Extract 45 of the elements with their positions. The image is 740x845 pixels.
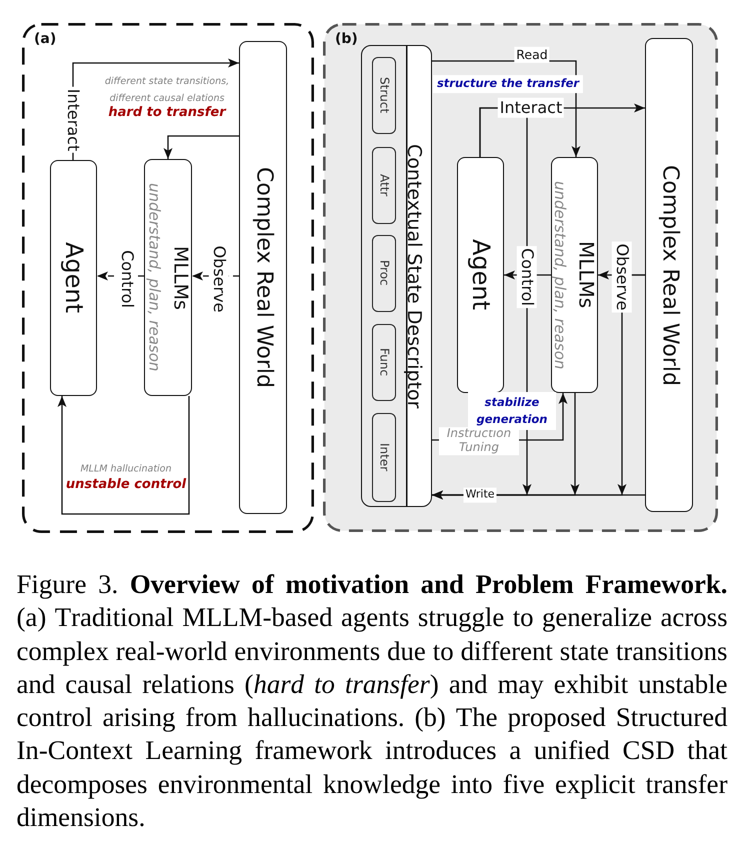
node-label: Proc bbox=[376, 260, 390, 286]
model-box bbox=[144, 159, 192, 396]
figure-caption: Figure 3. Overview of motivation and Problem Framework. (a) Traditional MLLM-based agents struggle to generalize across complex real-world environments due to different state transitions and causal relations (hard to transfer) and may exhibit unstable control arising from hallucinations. (b) The proposed Structured In-Context Learning framework introduces a unified CSD that decomposes environmental knowledge into five explicit transfer dimensions. bbox=[16, 568, 728, 834]
dimension-box bbox=[372, 324, 396, 401]
edge-label: Observe bbox=[612, 242, 632, 312]
arrow bbox=[164, 135, 239, 159]
edge-label: Read bbox=[514, 46, 550, 64]
node-label: MLLMs bbox=[169, 246, 191, 310]
edge-label: Instruction Tuning bbox=[439, 427, 519, 455]
node-label: Func bbox=[376, 348, 390, 376]
node-label: MLLMs bbox=[575, 241, 598, 309]
dimension-box bbox=[372, 412, 396, 502]
descriptor-box bbox=[361, 45, 432, 507]
environment-box bbox=[239, 41, 287, 514]
edge-label: Write bbox=[463, 488, 497, 502]
node-label: Complex Real World bbox=[250, 167, 276, 388]
environment-box bbox=[645, 38, 693, 512]
agent-box bbox=[457, 157, 504, 393]
dashed-panel bbox=[22, 23, 314, 533]
node-subtitle: understand, plan, reason bbox=[551, 180, 568, 370]
annotation-text: MLLM hallucination bbox=[80, 463, 172, 475]
panel-label: (a) bbox=[34, 32, 56, 48]
node-label: Attr bbox=[376, 174, 390, 196]
node-label: Complex Real World bbox=[656, 164, 682, 386]
edge-label: Interact bbox=[498, 98, 564, 118]
panel-label: (b) bbox=[335, 32, 358, 48]
node-label: Agent bbox=[467, 239, 494, 311]
dimension-box bbox=[372, 234, 396, 312]
node-subtitle: understand, plan, reason bbox=[145, 183, 162, 372]
highlight-text: structure the transfer bbox=[432, 75, 584, 93]
node-label: Agent bbox=[60, 242, 87, 314]
arrow bbox=[58, 396, 190, 515]
annotation-text: different state transitions, different causal elations bbox=[104, 75, 230, 106]
model-box bbox=[551, 157, 598, 393]
dashed-panel bbox=[323, 23, 718, 532]
agent-box bbox=[50, 160, 97, 396]
dimension-box bbox=[372, 146, 396, 224]
highlight-text: hard to transfer bbox=[108, 105, 226, 121]
node-label: Inter bbox=[376, 443, 390, 472]
node-label: Contextual State Descriptor bbox=[402, 144, 424, 408]
node-label: Struct bbox=[376, 77, 390, 114]
highlight-text: stabilize generation bbox=[468, 392, 556, 430]
dimension-box bbox=[372, 56, 396, 134]
highlight-text: unstable control bbox=[66, 477, 186, 493]
edge-label: Control bbox=[516, 246, 538, 308]
